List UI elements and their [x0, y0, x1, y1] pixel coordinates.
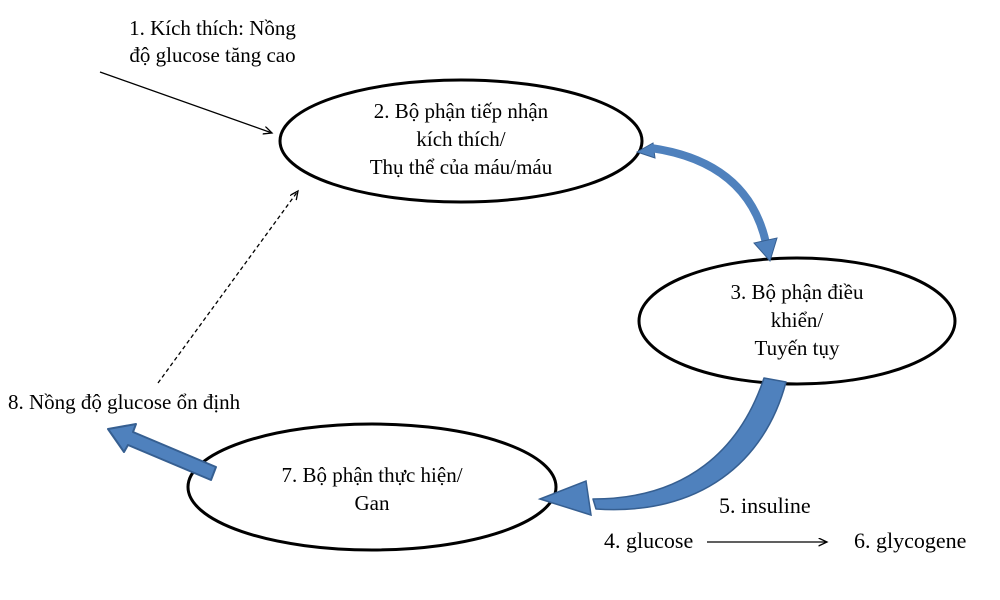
glycogene-label: 6. glycogene	[854, 528, 967, 553]
stimulus-label-line: 1. Kích thích: Nồng	[129, 16, 296, 40]
feedback-dashed-arrow	[157, 191, 298, 384]
effector-label-line: 7. Bộ phận thực hiện/	[281, 463, 463, 487]
stimulus-label: 1. Kích thích: Nồng độ glucose tăng cao	[95, 15, 330, 69]
controller-ellipse-shape	[637, 256, 957, 386]
effector-output-block-arrow	[107, 423, 217, 481]
crescent-arrow-body	[592, 377, 787, 511]
stimulus-label-line: độ glucose tăng cao	[129, 43, 296, 67]
controller-label-line: 3. Bộ phận điều	[730, 280, 864, 304]
controller-ellipse-label: 3. Bộ phận điều khiển/ Tuyến tụy	[647, 278, 947, 362]
effector-ellipse-shape	[186, 422, 558, 552]
controller-label-line: Tuyến tụy	[754, 336, 840, 360]
receptor-label-line: 2. Bộ phận tiếp nhận	[373, 99, 549, 123]
controller-to-effector-arrow	[537, 377, 787, 517]
stimulus-to-receptor-arrow	[99, 71, 272, 133]
result-label: 8. Nồng độ glucose ổn định	[8, 390, 241, 414]
effector-ellipse-label: 7. Bộ phận thực hiện/ Gan	[192, 461, 552, 517]
receptor-ellipse-shape	[278, 78, 644, 204]
curved-arrow-body	[650, 144, 770, 244]
glucose-label: 4. glucose	[604, 528, 694, 553]
effector-label-line: Gan	[354, 491, 390, 515]
controller-label-line: khiển/	[770, 308, 824, 332]
crescent-arrow-head	[537, 479, 592, 517]
receptor-ellipse-label: 2. Bộ phận tiếp nhận kích thích/ Thụ thể…	[281, 97, 641, 181]
curved-arrow-head	[753, 237, 778, 262]
receptor-label-line: kích thích/	[416, 127, 506, 151]
receptor-label-line: Thụ thể của máu/máu	[369, 155, 553, 179]
receptor-to-controller-arrow	[635, 142, 778, 262]
insuline-label: 5. insuline	[719, 493, 811, 518]
